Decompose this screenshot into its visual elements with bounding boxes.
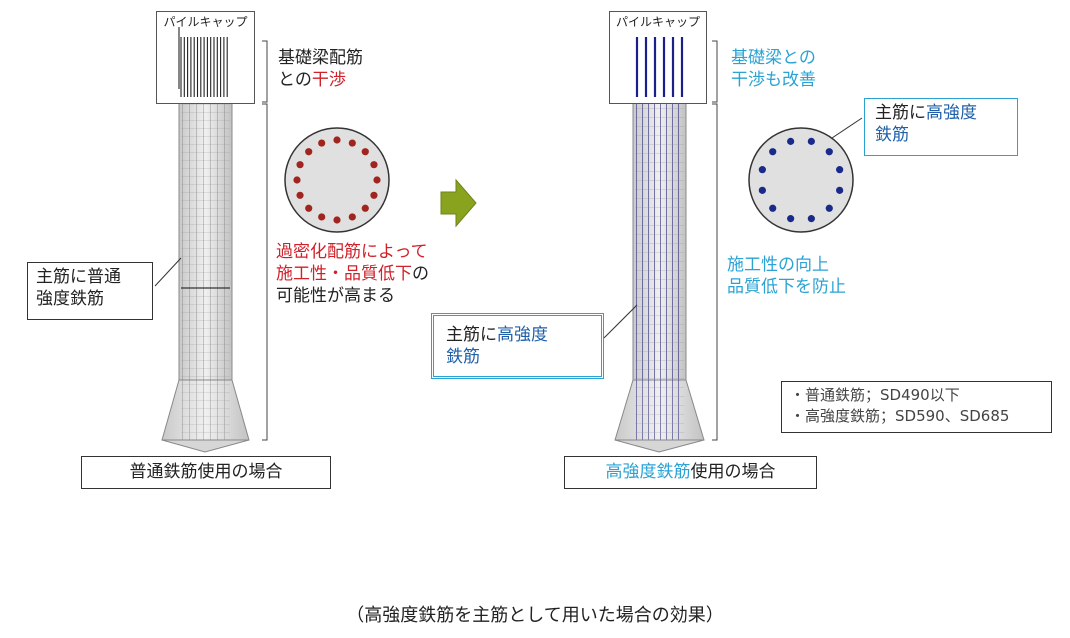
section-rebar-dot	[373, 176, 381, 184]
left-brackets	[262, 40, 268, 441]
right-interference-line2: 干渉も改善	[731, 70, 816, 90]
section-rebar-dot	[348, 213, 356, 221]
left-rebar-label-line2: 強度鉄筋	[36, 289, 104, 309]
left-congestion-line3: 可能性が高まる	[276, 286, 395, 306]
section-rebar-dot	[318, 213, 326, 221]
section-rebar-dot	[769, 148, 777, 156]
right-rebar-label-highlight: 高強度	[497, 325, 548, 345]
transition-arrow	[440, 178, 477, 228]
section-rebar-dot	[807, 215, 815, 223]
right-rebar-leader	[603, 304, 638, 339]
left-case-label-text: 普通鉄筋使用の場合	[129, 462, 283, 482]
section-rebar-dot	[305, 148, 313, 156]
left-rebar-label-box: 主筋に普通 強度鉄筋	[27, 262, 153, 320]
section-rebar-dot	[758, 166, 766, 174]
section-rebar-dot	[758, 186, 766, 194]
legend-line2: ・高強度鉄筋；SD590、SD685	[790, 407, 1010, 425]
right-interference-line1: 基礎梁との	[731, 48, 816, 68]
right-rebar-label-box: 主筋に高強度 鉄筋	[431, 313, 604, 379]
section-rebar-dot	[825, 148, 833, 156]
right-pile-shaft	[614, 96, 705, 453]
section-rebar-dot	[296, 161, 304, 169]
left-section-rebars	[293, 136, 381, 224]
figure-caption: （高強度鉄筋を主筋として用いた場合の効果）	[346, 605, 724, 626]
right-case-label: 高強度鉄筋使用の場合	[564, 456, 817, 489]
section-rebar-dot	[836, 166, 844, 174]
left-case-label: 普通鉄筋使用の場合	[81, 456, 331, 489]
section-callout-line2: 鉄筋	[875, 125, 909, 145]
left-congestion-line1: 過密化配筋によって	[276, 242, 428, 262]
left-rebar-label-line1: 主筋に普通	[36, 267, 121, 287]
left-congestion-post: の	[412, 264, 429, 284]
section-rebar-dot	[769, 204, 777, 212]
right-interference-note: 基礎梁との 干渉も改善	[731, 47, 816, 91]
section-callout-line1: 主筋に高強度	[875, 102, 1017, 124]
section-rebar-dot	[293, 176, 301, 184]
right-section-rebars	[758, 137, 844, 223]
left-congestion-line2: 施工性・品質低下の	[276, 263, 429, 285]
right-case-label-highlight: 高強度鉄筋	[605, 462, 691, 482]
strength-legend-box: ・普通鉄筋；SD490以下 ・高強度鉄筋；SD590、SD685	[781, 381, 1052, 433]
section-callout-pre: 主筋に	[875, 103, 926, 123]
left-interference-line2: との干渉	[278, 69, 363, 91]
right-improvement-note: 施工性の向上 品質低下を防止	[727, 254, 846, 298]
section-rebar-dot	[825, 204, 833, 212]
section-rebar-dot	[333, 136, 341, 144]
left-interference-highlight: 干渉	[311, 70, 346, 90]
right-improvement-line1: 施工性の向上	[727, 255, 829, 275]
section-rebar-dot	[348, 139, 356, 147]
left-rebar-leader	[154, 257, 182, 287]
right-brackets	[712, 40, 718, 441]
section-callout-box: 主筋に高強度 鉄筋	[864, 98, 1018, 156]
section-rebar-dot	[361, 148, 369, 156]
left-interference-line1: 基礎梁配筋	[278, 48, 363, 68]
section-rebar-dot	[296, 191, 304, 199]
left-interference-note: 基礎梁配筋 との干渉	[278, 47, 363, 91]
right-rebar-label-line2: 鉄筋	[446, 347, 480, 367]
section-rebar-dot	[361, 204, 369, 212]
right-pile-cap-label: パイルキャップ	[615, 15, 700, 29]
section-rebar-dot	[305, 204, 313, 212]
section-rebar-dot	[318, 139, 326, 147]
section-rebar-dot	[807, 137, 815, 145]
left-pile-cap-label: パイルキャップ	[163, 15, 248, 29]
section-rebar-dot	[787, 215, 795, 223]
left-congestion-note: 過密化配筋によって 施工性・品質低下の 可能性が高まる	[276, 241, 429, 307]
left-pile-shaft	[161, 96, 250, 453]
left-congestion-highlight: 施工性・品質低下	[276, 264, 412, 284]
legend-line1: ・普通鉄筋；SD490以下	[790, 386, 960, 404]
section-rebar-dot	[370, 161, 378, 169]
section-rebar-dot	[370, 191, 378, 199]
section-rebar-dot	[787, 137, 795, 145]
section-rebar-dot	[333, 216, 341, 224]
right-rebar-label-pre: 主筋に	[446, 325, 497, 345]
left-interference-pre: との	[278, 70, 312, 90]
right-pile-cap: パイルキャップ	[609, 11, 707, 104]
section-rebar-dot	[836, 186, 844, 194]
left-pile-cap: パイルキャップ	[156, 11, 255, 104]
left-cap-rebars	[178, 27, 180, 89]
section-callout-highlight: 高強度	[926, 103, 977, 123]
right-rebar-label-line1: 主筋に高強度	[446, 324, 601, 346]
right-case-label-post: 使用の場合	[690, 462, 776, 482]
right-improvement-line2: 品質低下を防止	[727, 277, 846, 297]
